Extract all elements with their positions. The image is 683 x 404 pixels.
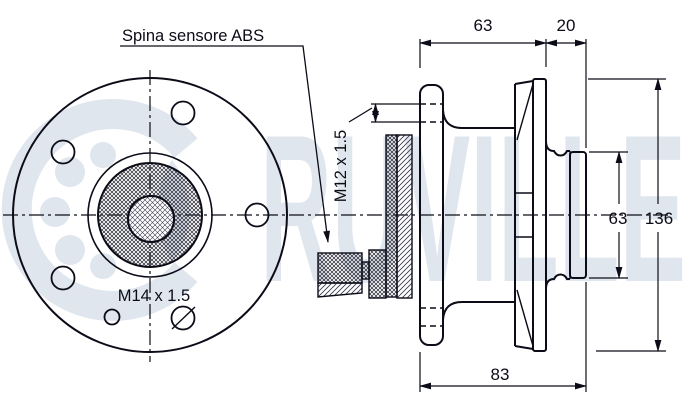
hub-barrel-top — [442, 109, 515, 129]
bolt-hole — [170, 100, 196, 126]
spline-bore-hatch — [127, 195, 175, 243]
dimensions: 63 20 63 136 — [419, 16, 673, 392]
abs-leader-line — [120, 45, 330, 243]
dim-label-136: 136 — [645, 209, 673, 228]
dim-cap-diameter: 63 — [589, 151, 628, 279]
wheel-stud-callout: M12 x 1.5 — [332, 103, 420, 202]
dim-label-63-top: 63 — [474, 16, 493, 35]
hub-nut-thread-label: M14 x 1.5 — [118, 287, 190, 305]
abs-sensor-label: Spina sensore ABS — [122, 27, 264, 45]
wheel-stud-body — [396, 134, 413, 299]
dim-flange-diameter: 136 — [588, 78, 673, 352]
bolt-hole-threaded — [170, 305, 196, 331]
dim-label-83: 83 — [491, 365, 510, 384]
mounting-flange — [419, 84, 444, 346]
bolt-hole — [50, 265, 76, 291]
flange-hidden-hole-lines — [420, 103, 443, 327]
rotor-flange-plate — [532, 78, 547, 352]
bearing-ring — [514, 80, 534, 350]
abs-sensor-pin — [317, 249, 387, 299]
end-cap — [545, 140, 587, 290]
front-view-hub-flange: M14 x 1.5 — [12, 70, 288, 362]
hub-barrel-bottom — [442, 301, 515, 321]
side-view-cross-section — [317, 78, 587, 352]
bolt-hole — [244, 202, 270, 228]
thread-slash — [171, 306, 196, 330]
dim-label-20: 20 — [557, 16, 576, 35]
dim-label-63-right: 63 — [609, 209, 628, 228]
flange-outer-circle — [12, 77, 288, 353]
wheel-stud-shank — [385, 134, 398, 298]
hub-shoulder-circle — [87, 152, 213, 278]
bolt-hole — [50, 139, 76, 165]
abs-sensor-callout: Spina sensore ABS — [120, 27, 330, 243]
service-hole — [103, 308, 121, 326]
dim-cap-offset: 20 — [545, 16, 587, 47]
dim-overall-length: 83 — [419, 282, 587, 392]
wheel-stud-thread-label: M12 x 1.5 — [332, 130, 350, 202]
